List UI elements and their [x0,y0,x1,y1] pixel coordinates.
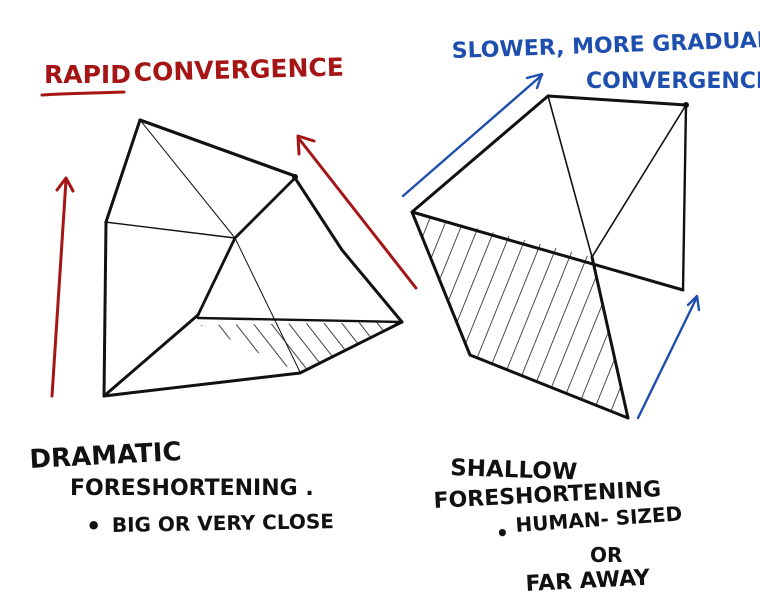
left-box-shading [200,322,400,373]
right-title: SLOWER, MORE GRADUAL CONVERGENCE [451,28,760,94]
left-box-vertex-dot [292,174,298,180]
right-top-arrow [401,72,544,198]
right-box-shading [412,212,628,418]
right-label: SHALLOW FORESHORTENING • HUMAN- SIZED OR… [433,455,683,597]
right-box-sketch [410,94,689,420]
right-title-line2: CONVERGENCE [586,69,760,94]
left-upward-arrow [50,176,75,398]
right-label-line1: SHALLOW [450,455,578,485]
left-title-rapid: RAPID [44,60,131,89]
right-bottom-arrow [636,294,701,420]
left-bullet: • [86,512,101,540]
right-note-line3: FAR AWAY [525,565,652,597]
rapid-underline [40,90,126,97]
left-note: BIG OR VERY CLOSE [112,509,334,537]
left-label-line2: FORESHORTENING . [70,476,314,501]
right-note-line2: OR [590,543,622,567]
left-diagonal-arrow [296,134,418,290]
left-title-convergence: CONVERGENCE [133,53,344,87]
right-box-vertex-dot [683,102,689,108]
left-label: DRAMATIC FORESHORTENING . • BIG OR VERY … [29,437,334,540]
left-title: RAPID CONVERGENCE [44,53,344,89]
right-bullet: • [496,521,509,545]
right-title-line1: SLOWER, MORE GRADUAL [451,28,760,64]
left-label-line1: DRAMATIC [29,437,183,475]
left-box-sketch [102,118,404,398]
